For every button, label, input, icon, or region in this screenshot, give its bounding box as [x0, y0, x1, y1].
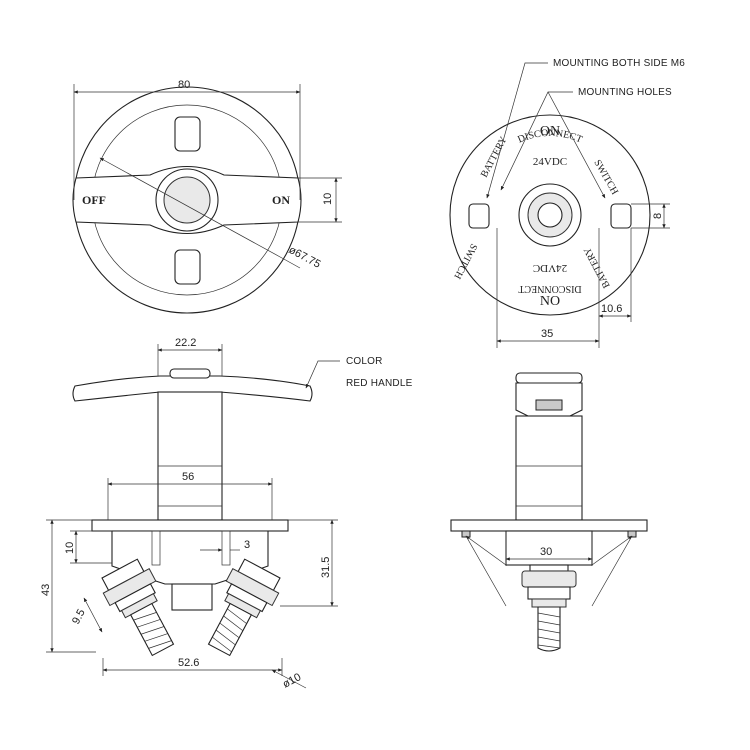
end-view: 30: [450, 372, 648, 652]
top-view: OFF ON 80 10 ø67.75: [72, 79, 342, 314]
side-view-handle-cap: [169, 368, 211, 379]
rear-view-terminal-stud: [537, 202, 563, 228]
dim-side-handle-width: 22.2: [175, 337, 196, 349]
note-red-handle: RED HANDLE: [346, 378, 413, 389]
dim-rear-hole-size: 8: [652, 213, 664, 219]
end-view-flange: [450, 519, 648, 532]
dim-end-base-width: 30: [540, 546, 552, 558]
dim-side-thread-length: 9.5: [70, 607, 88, 626]
top-view-hub-inner: [163, 176, 211, 224]
note-mounting-both-side: MOUNTING BOTH SIDE M6: [553, 58, 685, 69]
dim-side-terminal-diameter: ø10: [281, 671, 303, 691]
side-view-terminal-right: [207, 558, 281, 657]
end-view-handle-slot: [535, 399, 563, 411]
side-view: 22.2 COLOR RED HANDLE 56 10 3 31.5 43 9.…: [40, 337, 413, 691]
rear-voltage-inverted-label: 24VDC: [533, 262, 567, 274]
dim-rear-hole-offset: 10.6: [601, 303, 622, 315]
top-view-slot-lower: [174, 249, 201, 285]
end-view-terminal-collar: [527, 586, 571, 600]
dim-top-width: 80: [178, 79, 190, 91]
dim-side-flange-width: 56: [182, 471, 194, 483]
side-view-handle: [72, 375, 313, 402]
side-view-center-block: [171, 583, 213, 611]
end-view-handle-cap: [515, 372, 583, 384]
rear-view: ON NO 24VDC 24VDC DISCONNECT BATTERY SWI…: [449, 58, 685, 348]
handle-on-label: ON: [272, 193, 290, 207]
dim-top-handle-height: 10: [322, 193, 334, 205]
dim-side-total-height: 43: [40, 584, 52, 596]
side-view-terminal-left: [101, 558, 175, 657]
end-view-terminal-washer: [529, 564, 569, 572]
dim-side-flange-depth: 10: [64, 542, 76, 554]
dim-rear-hole-spacing: 35: [541, 328, 553, 340]
note-mounting-holes: MOUNTING HOLES: [578, 87, 672, 98]
rear-view-mounting-hole-right: [610, 203, 632, 229]
dim-side-body-height: 31.5: [320, 557, 332, 578]
note-color: COLOR: [346, 356, 383, 367]
rear-voltage-label: 24VDC: [533, 156, 567, 168]
dim-top-diameter: ø67.75: [287, 244, 323, 271]
side-view-shaft: [157, 391, 223, 521]
end-view-terminal-washer-lower: [531, 598, 567, 608]
rear-view-mounting-hole-left: [468, 203, 490, 229]
rear-no-label: NO: [540, 294, 560, 309]
rear-disconnect-inverted-label: DISCONNECT: [518, 283, 581, 294]
rear-on-label: ON: [540, 124, 560, 139]
dim-side-terminal-spacing: 52.6: [178, 657, 199, 669]
top-view-slot-upper: [174, 116, 201, 152]
side-view-flange: [91, 519, 289, 532]
dim-side-spacer: 3: [244, 539, 250, 551]
handle-off-label: OFF: [82, 193, 106, 207]
end-view-terminal-nut: [521, 570, 577, 588]
end-view-shaft: [515, 415, 583, 521]
